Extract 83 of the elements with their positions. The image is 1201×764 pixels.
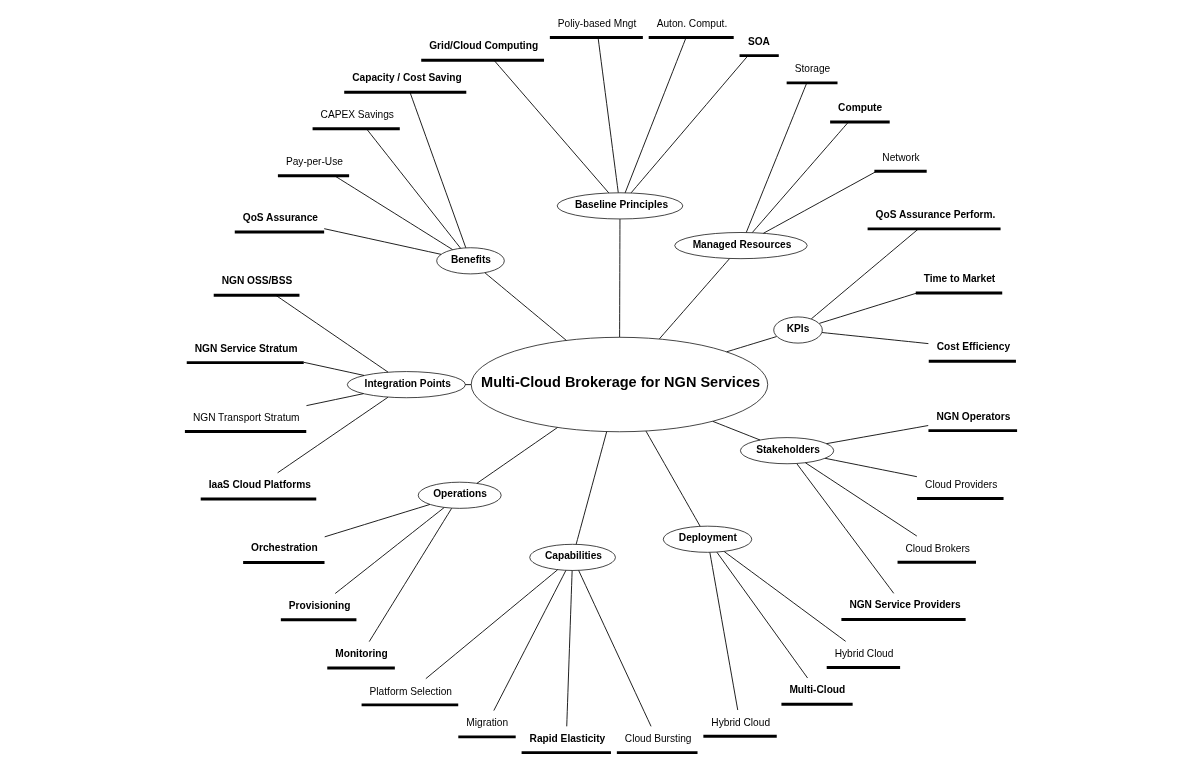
connector [618,218,620,338]
connector [484,272,567,341]
node-text: NGN Transport Stratum [192,412,300,424]
connector [305,393,364,407]
connector [645,430,700,527]
node-text: CAPEX Savings [320,109,394,121]
connector [424,569,558,680]
node-text: Auton. Comput. [656,18,727,30]
node-text: Time to Market [923,272,995,284]
connector [493,59,609,194]
node-text: Orchestration [250,542,318,554]
node-ellipse: Capabilities [528,543,616,571]
node-text: Network [881,151,920,163]
connector [630,55,748,194]
connector [368,507,452,643]
node-ellipse: Deployment [662,525,752,553]
node-text: Provisioning [288,599,350,611]
connector [821,332,929,345]
node-text: Storage [794,63,830,75]
node-ellipse: Benefits [435,247,505,275]
connector [658,258,730,340]
node-text: Compute [837,101,882,113]
node-ellipse: Managed Resources [673,232,808,260]
connector [745,82,807,233]
connector [762,170,877,234]
node-text: Hybrid Cloud [710,716,770,728]
node-text: NGN OSS/BSS [221,275,292,287]
node-ellipse: Integration Points [346,371,466,399]
node-text: Monitoring [334,647,388,659]
node-text: Platform Selection [369,685,452,697]
connector [624,37,686,194]
connector [725,336,777,353]
connector [565,570,573,727]
connector [333,175,453,250]
connector [804,462,917,537]
connector [274,294,388,373]
node-text: QoS Assurance [242,211,318,223]
node-ellipse: Operations [417,481,502,509]
connector [302,361,365,376]
node-text: IaaS Cloud Platforms [208,478,311,490]
connector [464,384,472,386]
connector [795,463,894,594]
connector [492,570,566,711]
node-ellipse: KPIs [772,316,823,344]
node-text: Poliy-based Mngt [557,18,636,30]
connector [365,128,461,249]
node-text: NGN Service Providers [848,599,961,611]
node-text: Cloud Providers [924,479,997,491]
node-text: Cloud Brokers [905,542,970,554]
node-text: Capacity / Cost Saving [351,72,462,84]
connector [810,228,919,320]
connector [577,570,651,727]
connector [323,228,441,255]
connector [711,420,760,441]
node-ellipse: Baseline Principles [556,192,683,220]
connector [409,91,466,249]
node-ellipse: Stakeholders [739,437,834,465]
connector [276,396,388,474]
connector [818,292,917,324]
node-text: Grid/Cloud Computing [428,40,538,52]
connector [708,552,738,711]
connector [824,457,917,478]
connector [715,551,808,679]
connector [751,121,849,233]
connector [334,507,444,594]
connector [723,551,846,642]
node-ellipse: Multi-Cloud Brokerage for NGN Services [470,336,768,433]
node-text: Pay-per-Use [285,156,343,168]
node-text: Cloud Bursting [624,733,691,745]
node-text: Multi-Cloud [788,684,845,696]
connector [825,425,929,445]
connector [597,37,619,193]
node-text: Cost Efficiency [936,341,1010,353]
node-text: SOA [747,35,770,47]
node-text: Rapid Elasticity [529,732,605,744]
connector [575,431,607,545]
node-text: Hybrid Cloud [834,648,893,660]
node-text: Migration [465,717,508,729]
node-text: QoS Assurance Perform. [875,208,995,220]
connector [476,427,558,484]
node-text: NGN Service Stratum [194,342,297,354]
connector [323,504,430,538]
node-text: NGN Operators [935,410,1010,422]
